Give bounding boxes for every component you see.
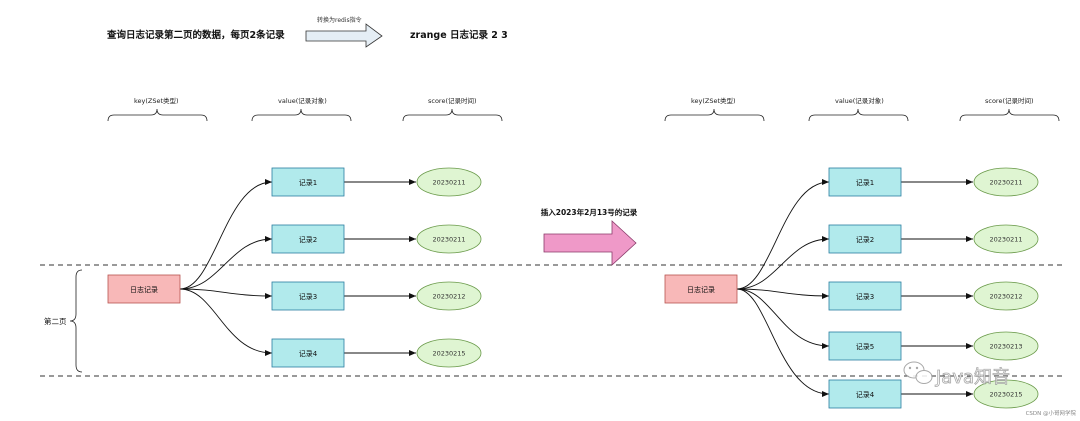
score-label: 20230211 xyxy=(432,236,465,244)
score-label: 20230211 xyxy=(989,179,1022,187)
brace-score xyxy=(402,108,503,122)
brace-value xyxy=(251,108,352,122)
record-label: 记录2 xyxy=(299,236,317,244)
score-node: 20230215 xyxy=(416,338,482,368)
score-node: 20230212 xyxy=(973,281,1039,311)
record-label: 记录1 xyxy=(856,179,874,187)
convert-arrow-label: 转换为redis指令 xyxy=(317,16,362,24)
record-label: 记录3 xyxy=(856,293,874,301)
column-header-score: score(记录时间) xyxy=(428,96,477,105)
score-node: 20230215 xyxy=(973,379,1039,409)
wechat-icon xyxy=(903,361,933,384)
record-node: 记录3 xyxy=(271,281,345,311)
column-header-value: value(记录对象) xyxy=(835,96,884,105)
redis-command: zrange 日志记录 2 3 xyxy=(410,29,508,41)
record-label: 记录4 xyxy=(299,350,318,358)
score-node: 20230211 xyxy=(973,167,1039,197)
page-two-brace xyxy=(69,269,83,373)
score-label: 20230212 xyxy=(989,293,1022,301)
record-label: 记录3 xyxy=(299,293,317,301)
brace-value xyxy=(808,108,909,122)
watermark-text: Java知音 xyxy=(935,367,1010,388)
insert-label: 插入2023年2月13号的记录 xyxy=(541,207,638,217)
record-label: 记录1 xyxy=(299,179,317,187)
score-label: 20230213 xyxy=(989,343,1022,351)
record-label: 记录4 xyxy=(856,391,875,399)
right-diagram: 日志记录 记录1 记录2 记录3 记录5 记录4 20230211 202 xyxy=(664,167,1039,409)
record-node: 记录3 xyxy=(828,281,902,311)
score-label: 20230215 xyxy=(989,391,1022,399)
key-node-label: 日志记录 xyxy=(130,285,158,294)
score-label: 20230212 xyxy=(432,293,465,301)
record-node: 记录4 xyxy=(271,338,345,368)
record-label: 记录2 xyxy=(856,236,874,244)
key-node: 日志记录 xyxy=(664,274,738,304)
record-node: 记录2 xyxy=(271,224,345,254)
record-node: 记录1 xyxy=(828,167,902,197)
key-node: 日志记录 xyxy=(107,274,181,304)
watermark: Java知音 xyxy=(903,361,1010,388)
right-column-headers: key(ZSet类型) value(记录对象) score(记录时间) xyxy=(664,96,1060,122)
right-edges xyxy=(736,179,973,397)
record-label: 记录5 xyxy=(856,343,874,351)
brace-score xyxy=(959,108,1060,122)
record-node: 记录2 xyxy=(828,224,902,254)
column-header-key: key(ZSet类型) xyxy=(134,96,179,105)
left-diagram: 日志记录 记录1 记录2 记录3 记录4 20230211 20230211 xyxy=(107,167,482,368)
insert-arrow xyxy=(543,220,637,266)
score-label: 20230211 xyxy=(432,179,465,187)
score-label: 20230211 xyxy=(989,236,1022,244)
score-node: 20230213 xyxy=(973,331,1039,361)
key-node-label: 日志记录 xyxy=(687,285,715,294)
score-node: 20230211 xyxy=(416,224,482,254)
score-node: 20230212 xyxy=(416,281,482,311)
left-edges xyxy=(179,179,416,356)
score-node: 20230211 xyxy=(416,167,482,197)
column-header-key: key(ZSet类型) xyxy=(691,96,736,105)
score-label: 20230215 xyxy=(432,350,465,358)
record-node: 记录4 xyxy=(828,379,902,409)
query-text: 查询日志记录第二页的数据，每页2条记录 xyxy=(106,29,285,41)
brace-key xyxy=(107,108,208,122)
page-two-label: 第二页 xyxy=(44,316,67,326)
column-header-score: score(记录时间) xyxy=(985,96,1034,105)
record-node: 记录5 xyxy=(828,331,902,361)
column-header-value: value(记录对象) xyxy=(278,96,327,105)
brace-key xyxy=(664,108,765,122)
left-column-headers: key(ZSet类型) value(记录对象) score(记录时间) xyxy=(107,96,503,122)
score-node: 20230211 xyxy=(973,224,1039,254)
credit-text: CSDN @小哥网学院 xyxy=(1026,409,1077,417)
convert-arrow xyxy=(305,23,383,48)
record-node: 记录1 xyxy=(271,167,345,197)
